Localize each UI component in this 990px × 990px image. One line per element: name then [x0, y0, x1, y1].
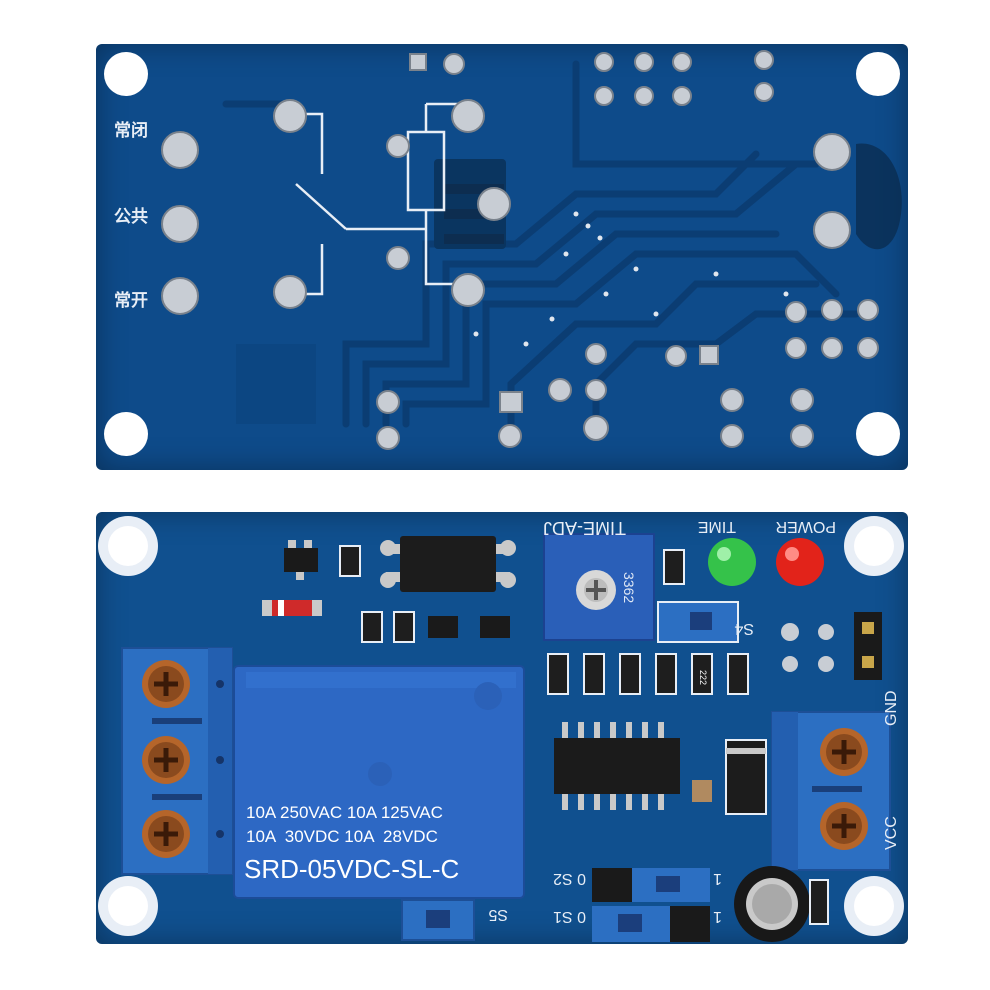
copper-traces [222, 60, 860, 428]
relay: 10A 250VAC 10A 125VAC 10A 30VDC 10A 28VD… [233, 665, 525, 899]
jumper-s2[interactable] [592, 868, 710, 902]
pcb-back-artwork: 常闭 公共 常开 [104, 50, 902, 456]
mounting-hole [104, 412, 148, 456]
label-s1-right: 1 [713, 908, 722, 925]
jumper-s5[interactable] [401, 899, 475, 941]
solder-pads [781, 623, 834, 672]
smd-resistors-row-2 [547, 653, 749, 695]
timer-ic [554, 722, 680, 810]
resistor-code: 222 [698, 670, 708, 685]
label-vcc: VCC [883, 816, 900, 850]
diode [262, 600, 322, 616]
led-green [708, 538, 756, 586]
mounting-hole [844, 876, 904, 936]
pcb-front-side: 10A 250VAC 10A 125VAC 10A 30VDC 10A 28VD… [96, 512, 908, 944]
label-time: TIME [698, 518, 736, 535]
electrolytic-capacitor [734, 866, 810, 942]
label-s4: S4 [734, 620, 754, 637]
label-normally-closed: 常闭 [114, 120, 148, 140]
pcb-back-side: 常闭 公共 常开 [96, 44, 908, 470]
pot-label: 3362 [621, 572, 637, 603]
transistor [284, 540, 318, 580]
relay-rating-line-2: 10A 30VDC 10A 28VDC [246, 827, 438, 846]
mounting-hole [844, 516, 904, 576]
pin-header[interactable] [854, 612, 882, 680]
label-power: POWER [776, 518, 836, 535]
screw-terminal-3pin[interactable] [121, 647, 233, 875]
transistor [480, 616, 510, 638]
screw-icon [142, 810, 190, 858]
smd-resistors-row-1 [361, 611, 415, 643]
relay-model: SRD-05VDC-SL-C [244, 854, 459, 884]
label-s2: 0 S2 [553, 870, 586, 887]
optocoupler-ic [380, 536, 516, 592]
screw-icon [820, 728, 868, 776]
led-red [776, 538, 824, 586]
resistor-smd [809, 879, 829, 925]
solder-joints [161, 50, 879, 450]
label-common: 公共 [114, 207, 148, 226]
mounting-hole [856, 412, 900, 456]
label-s5: S5 [488, 906, 508, 923]
label-gnd: GND [883, 690, 900, 726]
rectifier-diode [725, 739, 767, 815]
mounting-hole [104, 52, 148, 96]
label-s1: 0 S1 [553, 908, 586, 925]
screw-terminal-2pin[interactable] [771, 711, 891, 871]
relay-rating-line-1: 10A 250VAC 10A 125VAC [246, 803, 443, 822]
resistor-smd [663, 549, 685, 585]
jumper-s4[interactable] [657, 601, 739, 643]
time-adjust-potentiometer[interactable]: 3362 [543, 533, 655, 641]
screw-icon [142, 660, 190, 708]
capacitor-smd [692, 780, 712, 802]
resistor-smd [339, 545, 361, 577]
label-s2-right: 1 [713, 870, 722, 887]
mounting-hole [98, 876, 158, 936]
pcb-front-artwork: 10A 250VAC 10A 125VAC 10A 30VDC 10A 28VD… [98, 516, 904, 942]
mounting-hole [856, 52, 900, 96]
mounting-hole [98, 516, 158, 576]
label-time-adj: TIME-ADJ [543, 518, 626, 538]
jumper-s1[interactable] [592, 906, 710, 942]
screw-icon [142, 736, 190, 784]
label-normally-open: 常开 [114, 290, 148, 310]
screw-icon [820, 802, 868, 850]
transistor [428, 616, 458, 638]
